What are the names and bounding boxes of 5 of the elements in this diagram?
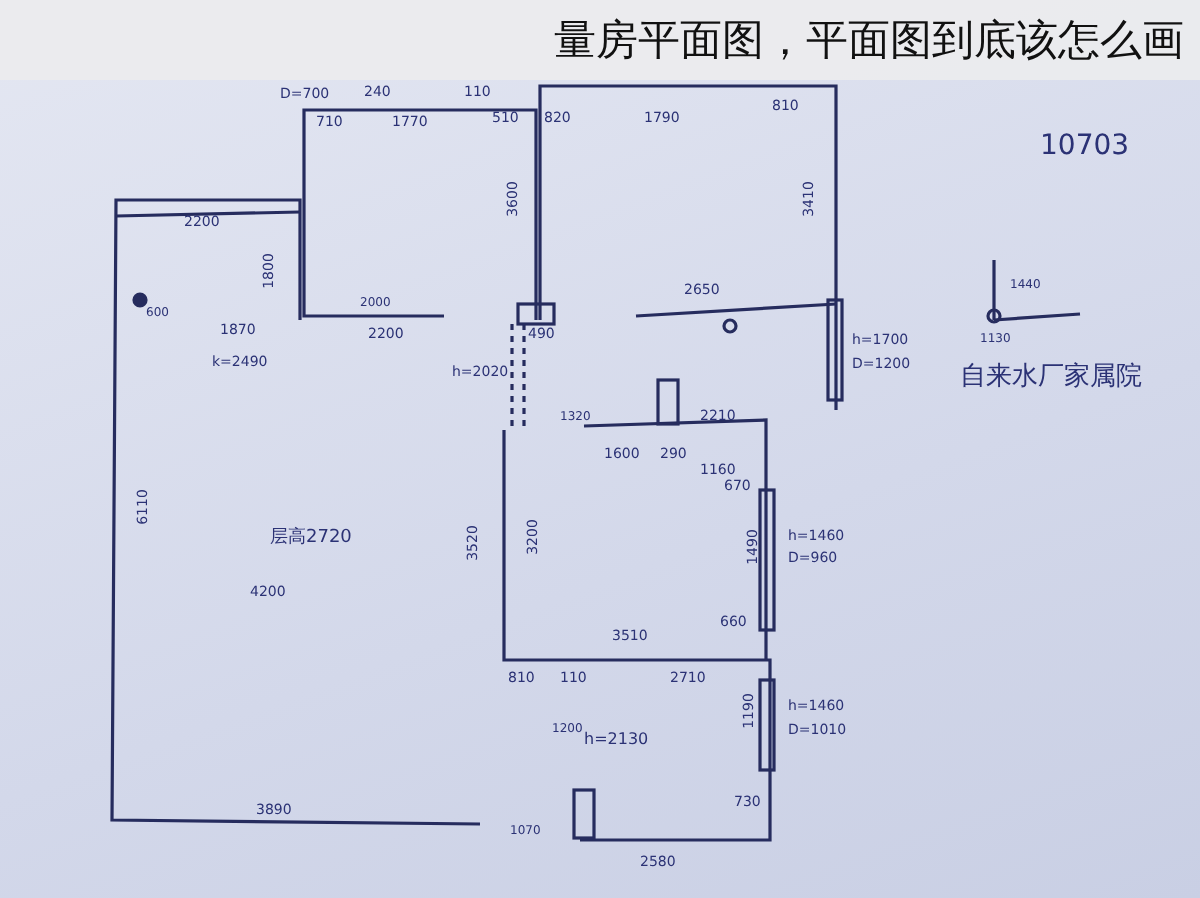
dimension-label: 10703 bbox=[1040, 132, 1130, 160]
title: 量房平面图，平面图到底该怎么画 bbox=[554, 14, 1184, 68]
dimension-label: 自来水厂家属院 bbox=[960, 364, 1142, 390]
dimension-label: 层高2720 bbox=[270, 530, 352, 548]
dimension-label: h=2130 bbox=[584, 732, 649, 748]
